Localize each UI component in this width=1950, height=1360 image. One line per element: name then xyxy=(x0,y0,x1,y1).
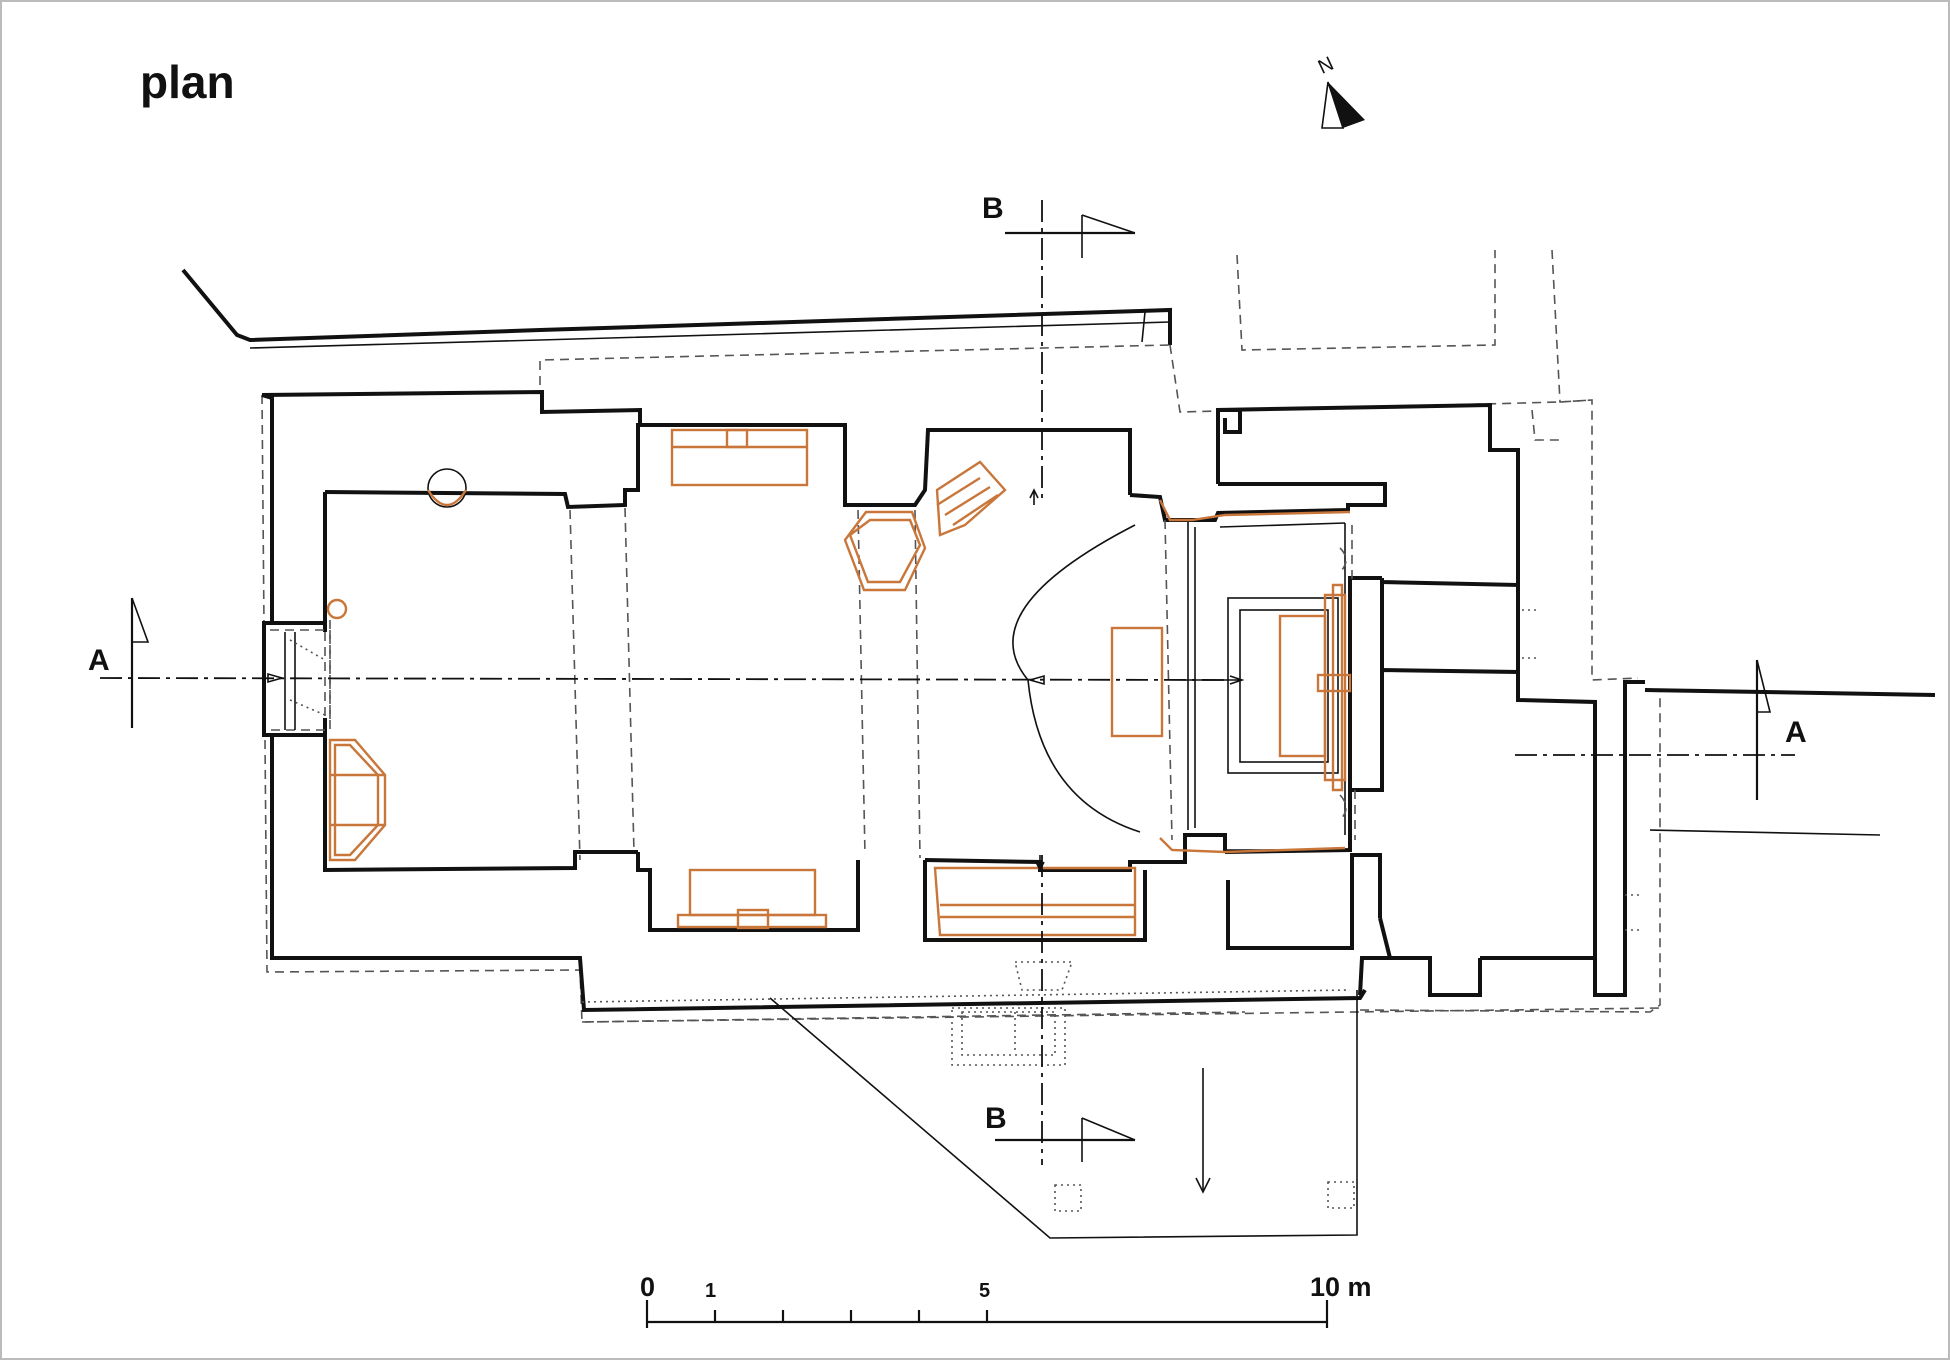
south-porch xyxy=(581,609,1640,1239)
north-arrow-icon: N xyxy=(1315,53,1365,129)
scale-label-5: 5 xyxy=(979,1280,990,1302)
scale-label-0: 0 xyxy=(640,1272,655,1302)
section-label-b-bottom: B xyxy=(985,1102,1007,1135)
west-entrance xyxy=(270,629,331,731)
plan-title: plan xyxy=(140,56,235,108)
furnishings xyxy=(326,428,1352,937)
scale-ticks xyxy=(645,1300,1329,1328)
section-b-b: B B xyxy=(982,192,1136,1165)
building-walls xyxy=(261,389,1936,1013)
apse-arc xyxy=(1012,524,1141,833)
scale-label-1: 1 xyxy=(705,1280,716,1302)
north-label: N xyxy=(1315,53,1337,79)
section-label-a-right: A xyxy=(1785,716,1807,749)
scale-bar: 0 1 5 10 m xyxy=(640,1272,1372,1328)
section-label-b-top: B xyxy=(982,192,1004,225)
vault-lines xyxy=(324,507,1356,861)
section-a-a: A A xyxy=(88,597,1807,800)
section-label-a-left: A xyxy=(88,644,110,677)
site-boundary xyxy=(181,249,1661,1023)
scale-label-10m: 10 m xyxy=(1310,1272,1372,1302)
